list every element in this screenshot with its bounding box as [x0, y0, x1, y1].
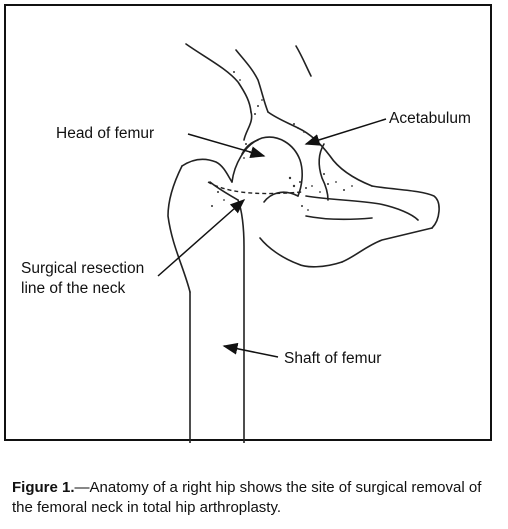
label-shaft-of-femur: Shaft of femur — [284, 350, 382, 367]
head-arrow — [187, 133, 266, 159]
caption-figure-number: Figure 1. — [12, 479, 75, 496]
resection-line — [207, 181, 303, 195]
acetabulum-arrow — [304, 118, 387, 146]
pelvis-outline — [185, 43, 440, 268]
figure-caption: Figure 1.—Anatomy of a right hip shows t… — [12, 478, 496, 518]
caption-text: —Anatomy of a right hip shows the site o… — [12, 479, 482, 516]
resection-arrow — [157, 199, 246, 277]
label-head-of-femur: Head of femur — [56, 125, 155, 142]
label-resection-line-1: Surgical resection — [21, 260, 145, 277]
figure-frame: Head of femur Acetabulum Surgical resect… — [4, 4, 492, 443]
shaft-arrow — [222, 342, 279, 358]
femoral-head — [231, 136, 303, 197]
label-resection-line: Surgical resection line of the neck — [21, 259, 144, 299]
label-acetabulum: Acetabulum — [389, 110, 471, 127]
hip-anatomy-drawing — [157, 43, 440, 443]
femur-outline — [167, 158, 299, 443]
bone-stippling — [211, 71, 353, 211]
label-resection-line-2: line of the neck — [21, 280, 126, 297]
